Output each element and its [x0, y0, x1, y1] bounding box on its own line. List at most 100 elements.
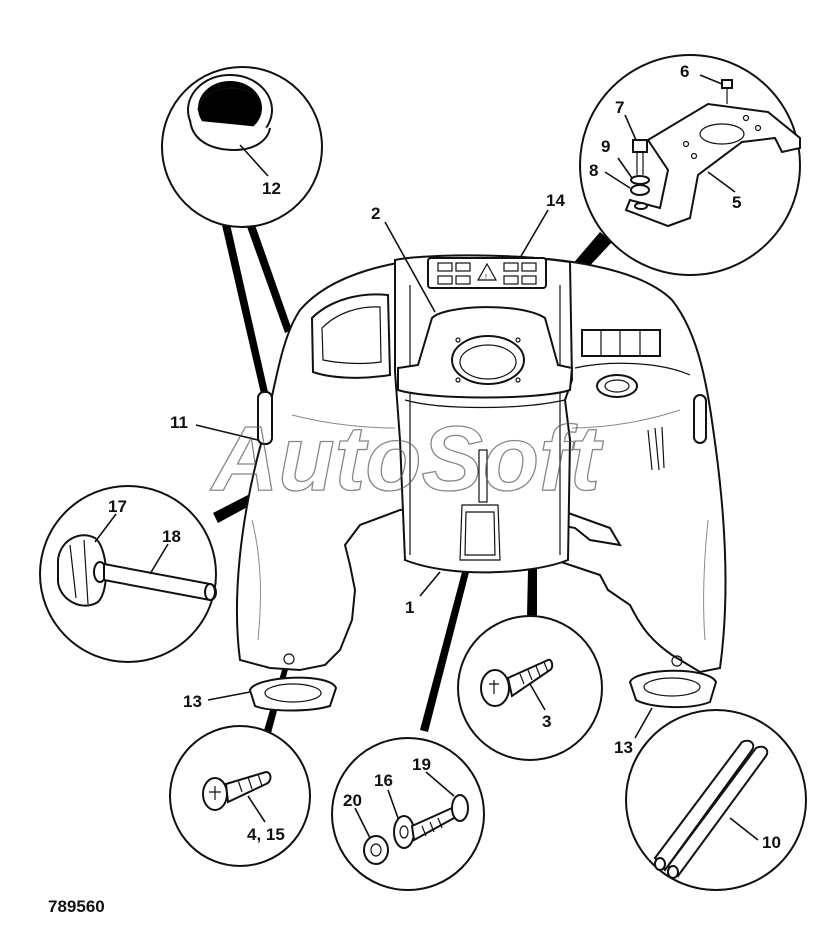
- panel-lamp-2: [455, 262, 471, 272]
- label-20: 20: [343, 791, 362, 810]
- column-slot-inner: [464, 511, 496, 556]
- callout-4-15-screw: [169, 725, 311, 867]
- callout-knob-rod: [39, 485, 217, 663]
- right-cup-recess-inner: [604, 379, 630, 393]
- label-1: 1: [405, 598, 414, 617]
- screw-3-torx: [489, 680, 499, 694]
- leader-10: [729, 817, 759, 841]
- leader-6: [699, 74, 723, 85]
- right-grille: [647, 426, 665, 471]
- strip-10-end-b: [667, 865, 679, 879]
- screw-3-shank: [506, 658, 554, 698]
- label-14: 14: [546, 191, 565, 210]
- leader-3: [529, 683, 546, 711]
- label-19: 19: [412, 755, 431, 774]
- warning-panel: [427, 257, 547, 289]
- leader-12: [239, 144, 269, 177]
- bracket-bolt-c: [742, 114, 750, 122]
- leader-13-left: [207, 691, 251, 701]
- bracket-bolt-a: [682, 140, 690, 148]
- bracket-bolt-b: [690, 152, 698, 160]
- beam-12-b: [246, 222, 292, 333]
- warning-exclaim: !: [485, 274, 487, 281]
- label-2: 2: [371, 204, 380, 223]
- label-6: 6: [680, 62, 689, 81]
- cowl-left-scoop: [310, 293, 392, 379]
- warning-triangle-icon: [476, 262, 498, 281]
- washer-base: [634, 202, 648, 210]
- callout-16-19-20: [331, 737, 485, 891]
- panel-lamp-6: [521, 262, 537, 272]
- screw-3-head: [480, 669, 510, 707]
- strip-10-b: [666, 745, 769, 878]
- bolt-6: [721, 79, 733, 89]
- panel-lamp-7: [503, 275, 519, 285]
- label-10: 10: [762, 833, 781, 852]
- part-labels: 1 2 3 4, 15 5 6 7 8 9 10 11 12 13 13 14 …: [108, 62, 781, 852]
- right-side-trim: [693, 394, 707, 444]
- leader-5: [707, 171, 736, 193]
- panel-lamp-4: [455, 275, 471, 285]
- grommet-hole: [198, 81, 262, 135]
- rod-18-end: [204, 583, 216, 601]
- label-16: 16: [374, 771, 393, 790]
- left-foot-bolt-hole: [283, 653, 295, 665]
- grommet-lower: [189, 119, 271, 152]
- leader-lines: [94, 74, 759, 841]
- column-pin: [478, 449, 488, 503]
- body-contour-1: [291, 414, 396, 429]
- plate-bolt-2: [515, 337, 521, 343]
- callout-bracket: [579, 54, 801, 276]
- bolt-19-head: [451, 794, 469, 822]
- switch-panel: [581, 329, 661, 357]
- strip-10-end-a: [654, 857, 666, 871]
- leader-17: [94, 513, 117, 543]
- leader-18: [149, 543, 169, 575]
- leader-1: [419, 571, 441, 597]
- screw-3-thread: [519, 661, 549, 685]
- column-front-face: [404, 399, 566, 409]
- panel-lamp-5: [503, 262, 519, 272]
- label-7: 7: [615, 98, 624, 117]
- nut-20: [363, 835, 389, 865]
- knob-17-grip: [69, 539, 89, 605]
- label-3: 3: [542, 712, 551, 731]
- right-foot-bolt-hole: [671, 655, 683, 667]
- leader-9: [617, 157, 633, 179]
- column-top-hole-inner: [459, 344, 517, 380]
- bolt-19-thread: [421, 817, 443, 837]
- cowl-assembly: !: [235, 254, 727, 712]
- figure-number: 789560: [48, 897, 105, 916]
- left-foot-pad-inner: [264, 683, 322, 703]
- panel-lamp-1: [437, 262, 453, 272]
- leader-20: [354, 807, 371, 839]
- plate-bolt-1: [455, 337, 461, 343]
- strip-10-a: [653, 739, 755, 872]
- label-4-15: 4, 15: [247, 825, 285, 844]
- label-12: 12: [262, 179, 281, 198]
- leader-16: [387, 789, 399, 819]
- plate-bolt-4: [515, 377, 521, 383]
- panel-lamp-3: [437, 275, 453, 285]
- leader-2: [384, 221, 436, 313]
- right-deck: [574, 362, 691, 376]
- washer-16: [393, 815, 415, 849]
- leader-13-right: [634, 707, 653, 739]
- panel-lamp-8: [521, 275, 537, 285]
- right-cup-recess: [596, 374, 638, 398]
- leader-11: [195, 424, 259, 441]
- label-18: 18: [162, 527, 181, 546]
- label-17: 17: [108, 497, 127, 516]
- callout-3-screw: [457, 615, 603, 761]
- leader-14: [519, 209, 549, 259]
- grommet-rim: [197, 87, 259, 111]
- leader-8: [604, 171, 631, 189]
- label-13-right: 13: [614, 738, 633, 757]
- right-foot-pad: [628, 669, 718, 709]
- label-13-left: 13: [183, 692, 202, 711]
- left-side-trim: [257, 391, 273, 445]
- washer-16-hole: [399, 825, 409, 839]
- column-slot: [459, 504, 501, 561]
- leader-19: [425, 771, 455, 797]
